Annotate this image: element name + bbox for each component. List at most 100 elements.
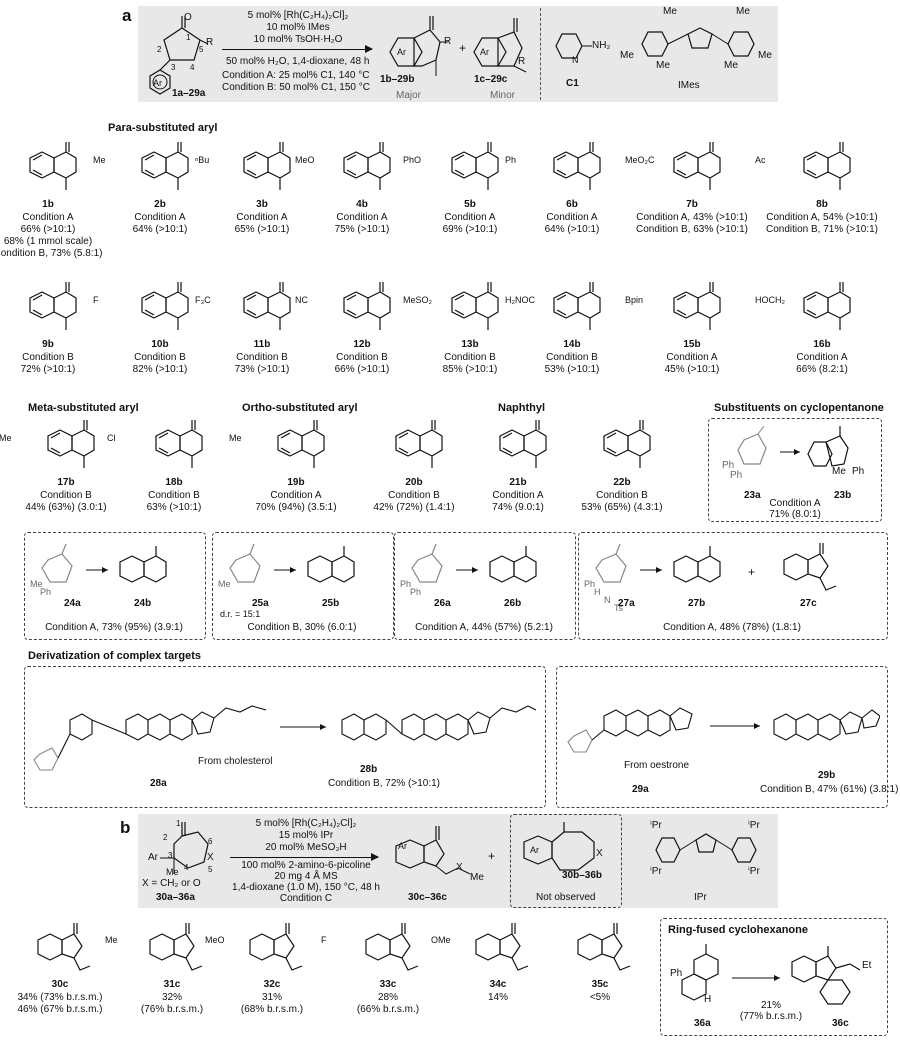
compound-id-13b: 13b [461,339,479,350]
30a-num-1: 1 [176,819,181,828]
sm-sub-24a-0: Me [30,579,43,589]
compound-id-9b: 9b [42,339,54,350]
29b-id: 29b [818,770,836,781]
sm-id-26a: 26a [434,598,451,609]
compound-id-18b: 18b [165,477,183,488]
23b-ph: Ph [852,466,865,477]
panel-a-label: a [122,6,132,25]
sm-r-group: R [206,37,214,48]
sm-carbonyl-o: O [184,12,192,23]
b-reagent-acid: 20 mol% MeSO₃H [265,842,347,853]
imes-me-4: Me [758,50,772,61]
structure-35c [525,920,675,976]
compound-id-21b: 21b [509,477,527,488]
minor-ar: Ar [480,47,489,57]
30a-label: 30a–36a [156,892,195,903]
b-reagent-rh: 5 mol% [Rh(C₂H₄)₂Cl]₂ [255,818,357,829]
section-naph: Naphthyl [498,402,546,414]
section-deriv: Derivatization of complex targets [28,650,201,662]
structure-15b [617,280,767,336]
result-line-17b-1: 44% (63%) (3.0:1) [25,502,107,513]
structure-20b [339,418,489,474]
compound-id-4b: 4b [356,199,368,210]
result-line-5b-1: 69% (>10:1) [442,224,498,235]
23a-id: 23a [744,490,761,501]
prod-30c-structure [395,826,471,875]
result-line-35c-0: <5% [589,992,611,1003]
reaction-arrow-b [230,853,379,861]
major-tag: Major [396,90,422,101]
condition-a: Condition A: 25 mol% C1, 140 °C [222,70,370,81]
box-26b [394,532,576,640]
section-cyclo: Substituents on cyclopentanone [714,402,884,414]
result-line-31c-0: 32% [161,992,182,1003]
result-line-13b-1: 85% (>10:1) [442,364,498,375]
result-line-2b-1: 64% (>10:1) [132,224,188,235]
substituent-8b: Ac [755,155,766,165]
result-line-18b-1: 63% (>10:1) [146,502,202,513]
structure-10b [85,280,235,336]
structure-1b [0,140,123,196]
box-28 [24,666,546,808]
sm-sub-26a-0: Ph [400,579,412,589]
30a-num-2: 2 [163,833,168,842]
sm-sub-27a-2: N [604,595,611,605]
compound-id-1b: 1b [42,199,54,210]
structure-7b [617,140,767,196]
compound-id-5b: 5b [464,199,476,210]
compound-id-3b: 3b [256,199,268,210]
result-line-15b-1: 45% (>10:1) [664,364,720,375]
substituent-7b: MeO₂C [625,155,655,165]
30c-ar: Ar [398,841,407,851]
x-definition: X = CH₂ or O [142,878,201,889]
result-line-33c-1: (66% b.r.s.m.) [356,1004,420,1015]
result-line-33c-0: 28% [377,992,398,1003]
compound-id-16b: 16b [813,339,831,350]
result-line-19b-0: Condition A [270,490,322,501]
30c-x: X [456,862,463,873]
structure-34c [423,920,573,976]
structure-32c [197,920,347,976]
result-line-17b-0: Condition B [40,490,92,501]
36a-id: 36a [694,1018,711,1029]
result-line-15b-0: Condition A [666,352,718,363]
not-obs-text: Not observed [536,892,596,903]
result-line-14b-1: 53% (>10:1) [544,364,600,375]
sm-ar: Ar [153,78,162,88]
result-line-4b-1: 75% (>10:1) [334,224,390,235]
result-line-20b-1: 42% (72%) (1.4:1) [373,502,455,513]
atom-num-2: 2 [157,45,162,54]
imes-me-5: Me [656,60,670,71]
major-r: R [444,36,452,47]
ipr-label: IPr [694,892,707,903]
not-observed-box [510,814,622,908]
result-line-22b-0: Condition B [596,490,648,501]
reagent-tsoh: 10 mol% TsOH·H₂O [253,34,343,45]
result-line-4b-0: Condition A [336,212,388,223]
box-36 [660,918,888,1036]
not-obs-ar: Ar [530,845,539,855]
box-27b [578,532,888,640]
section-para: Para-substituted aryl [108,122,218,134]
compound-id-6b: 6b [566,199,578,210]
structure-18b [99,418,249,474]
section-meta: Meta-substituted aryl [28,402,139,414]
23a-ph-1: Ph [722,460,735,471]
compound-id-12b: 12b [353,339,371,350]
imes-me-2: Me [736,6,750,17]
box-25b [212,532,394,640]
result-line-7b-0: Condition A, 43% (>10:1) [636,212,748,223]
structure-9b [0,280,123,336]
36-line-1: 21% [760,1000,781,1011]
structure-2b [85,140,235,196]
structure-17b [0,418,141,474]
oestrone-scheme [567,707,880,753]
structure-12b [287,280,437,336]
imes-label: IMes [678,80,700,91]
